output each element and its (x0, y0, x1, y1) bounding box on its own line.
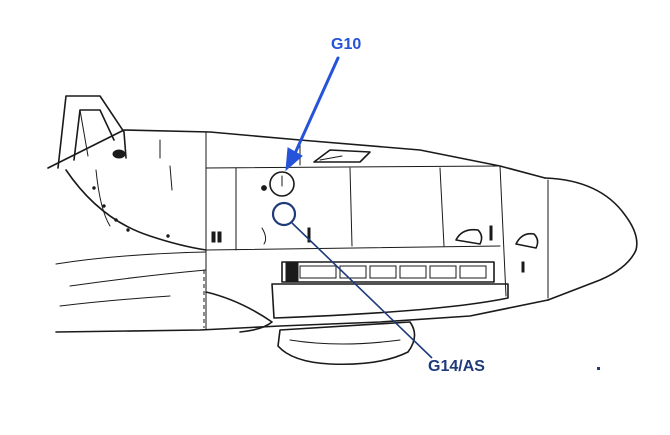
fuselage-outline (47, 129, 638, 333)
g14-as-label: G14/AS (428, 358, 485, 375)
supercharger-intake (277, 321, 416, 366)
side-bumps (455, 228, 539, 249)
g10-label: G10 (331, 36, 362, 53)
g10-arrow (285, 56, 340, 172)
upper-vent (313, 149, 371, 163)
exhaust-stacks (281, 261, 495, 283)
panel-lines (95, 131, 501, 331)
g14-marker (271, 201, 433, 359)
wing-root (205, 283, 509, 333)
g10-port (269, 171, 295, 197)
canopy (57, 95, 127, 169)
stray-dot (597, 367, 600, 370)
rivet-marks (92, 185, 525, 273)
